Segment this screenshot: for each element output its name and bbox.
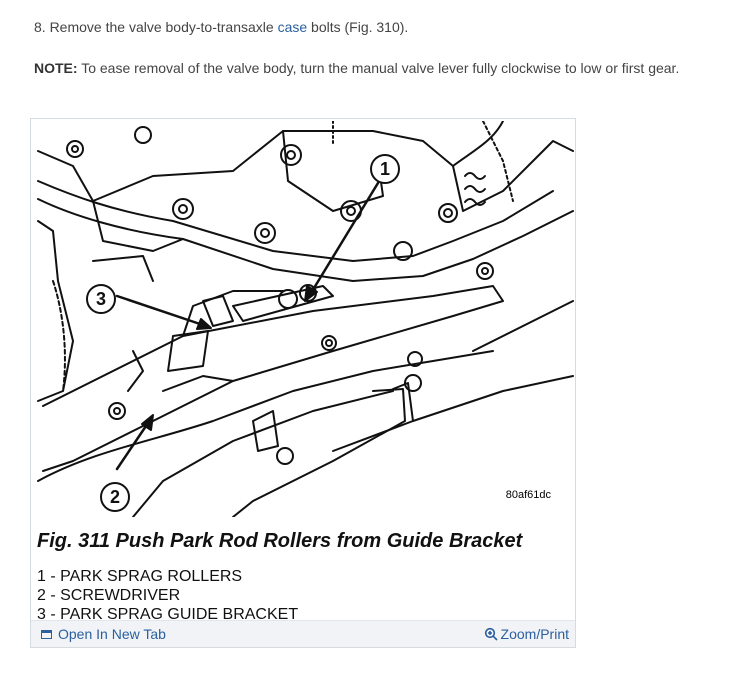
arrow-3: [115, 294, 205, 327]
figure-footer: Open In New Tab Zoom/Print: [31, 620, 575, 647]
arrow-2: [115, 421, 150, 471]
zoom-print-button[interactable]: Zoom/Print: [484, 626, 569, 642]
open-in-new-tab-button[interactable]: Open In New Tab: [41, 626, 166, 642]
figure-caption: Fig. 311 Push Park Rod Rollers from Guid…: [37, 530, 523, 552]
step-text: 8. Remove the valve body-to-transaxle ca…: [34, 19, 408, 35]
step-suffix: bolts (Fig. 310).: [307, 19, 409, 35]
figure-drawing[interactable]: 1 3 2: [33, 121, 575, 517]
step-prefix: 8. Remove the valve body-to-transaxle: [34, 19, 278, 35]
arrow-1: [309, 181, 380, 295]
callout-2: 2: [110, 487, 120, 507]
valve-body-edge: [37, 180, 554, 262]
zoom-icon: [484, 627, 498, 641]
valve-body-edge-2: [37, 198, 574, 282]
callout-1: 1: [380, 159, 390, 179]
zoom-print-label: Zoom/Print: [500, 626, 569, 642]
callout-3: 3: [96, 289, 106, 309]
guide-bracket: [42, 285, 504, 472]
figure-code: 80af61dc: [505, 489, 551, 501]
note-label: NOTE:: [34, 60, 78, 76]
note-text: NOTE: To ease removal of the valve body,…: [34, 60, 679, 76]
figure-legend: 1 - PARK SPRAG ROLLERS 2 - SCREWDRIVER 3…: [37, 567, 298, 624]
figure-box: 1 3 2 80af61dc Fig. 311 Push Park Rod Ro…: [30, 118, 576, 648]
screwdriver: [232, 388, 406, 517]
callout-circle-2: [100, 482, 130, 512]
open-tab-label: Open In New Tab: [58, 626, 166, 642]
case-link[interactable]: case: [277, 19, 308, 35]
housing-outline: [37, 130, 574, 212]
open-tab-icon: [41, 629, 52, 639]
legend-item-1: 1 - PARK SPRAG ROLLERS: [37, 568, 243, 585]
legend-item-2: 2 - SCREWDRIVER: [37, 587, 181, 604]
legend-item-3: 3 - PARK SPRAG GUIDE BRACKET: [37, 606, 299, 623]
callout-circle-3: [86, 284, 116, 314]
callout-circle-1: [370, 154, 400, 184]
note-body: To ease removal of the valve body, turn …: [77, 60, 680, 76]
